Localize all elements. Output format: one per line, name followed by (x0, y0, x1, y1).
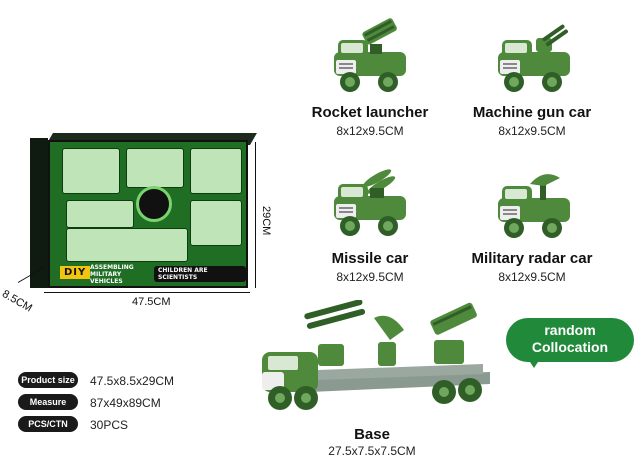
product-name: Machine gun car (472, 104, 592, 121)
spec-label: PCS/CTN (18, 416, 78, 432)
product-name: Military radar car (471, 250, 593, 267)
spec-value: 47.5x8.5x29CM (90, 374, 175, 388)
box-tagline: CHILDREN ARE SCIENTISTS (154, 266, 246, 282)
box-width-line (44, 292, 250, 293)
badge-line-2: Collocation (531, 339, 609, 355)
box-height-line (255, 142, 256, 288)
badge-line-1: random (544, 322, 596, 338)
box-emblem-icon (136, 186, 172, 222)
base-carrier-truck-icon (262, 300, 490, 410)
box-subtitle: ASSEMBLING MILITARY VEHICLES (90, 264, 134, 285)
base-size: 27.5x7.5x7.5CM (328, 444, 416, 458)
spec-label: Measure (18, 394, 78, 410)
product-size: 8x12x9.5CM (336, 124, 404, 138)
machine-gun-truck-icon (498, 24, 570, 92)
box-brand: DIY (60, 266, 91, 279)
box-front-face: DIY ASSEMBLING MILITARY VEHICLES CHILDRE… (48, 140, 248, 288)
box-slot (190, 148, 242, 194)
product-size: 8x12x9.5CM (498, 270, 566, 284)
box-height-label: 29CM (260, 206, 272, 236)
product-size: 8x12x9.5CM (498, 124, 566, 138)
box-slot (66, 200, 134, 228)
product-name: Missile car (331, 250, 409, 267)
spec-value: 87x49x89CM (90, 396, 161, 410)
box-depth-label: 8.5CM (0, 288, 35, 315)
missile-truck-icon (334, 169, 406, 236)
box-slot (190, 200, 242, 246)
rocket-launcher-truck-icon (334, 18, 406, 92)
box-slot (126, 148, 184, 188)
box-side-face (30, 138, 48, 288)
spec-value: 30PCS (90, 418, 129, 432)
product-name: Rocket launcher (311, 104, 429, 121)
base-name: Base (354, 426, 390, 443)
product-size: 8x12x9.5CM (336, 270, 404, 284)
radar-truck-icon (498, 174, 570, 238)
random-collocation-badge: random Collocation (506, 318, 634, 362)
box-width-label: 47.5CM (132, 296, 171, 308)
spec-label: Product size (18, 372, 78, 388)
box-slot (62, 148, 120, 194)
box-slot (66, 228, 188, 262)
